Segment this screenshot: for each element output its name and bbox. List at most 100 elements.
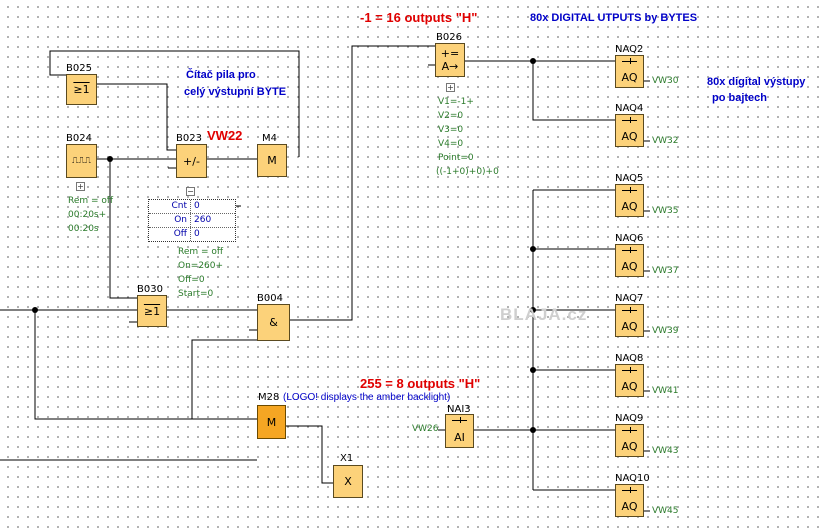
analog-output-symbol: AQ [621, 71, 638, 84]
block-nai3[interactable]: AI [445, 414, 474, 448]
analog-output-mark-icon [622, 427, 637, 433]
b026-param: V3=0 [438, 125, 464, 135]
block-label-naq: NAQ9 [615, 413, 644, 424]
annotation-top-red: -1 = 16 outputs "H" [360, 10, 478, 25]
wire-b004-to-b026 [290, 45, 435, 321]
wire-b024-to-b030 [109, 159, 137, 299]
block-naq2[interactable]: AQ [615, 55, 644, 88]
analog-output-symbol: AQ [621, 380, 638, 393]
wire-main-down [34, 310, 257, 420]
b024-param: Rem = off [68, 196, 114, 206]
b026-param: V2=0 [438, 111, 464, 121]
analog-output-mark-icon [622, 58, 637, 64]
block-m28[interactable]: M [257, 405, 286, 439]
b024-param: 00:20s+ [68, 210, 107, 220]
analog-output-symbol: AQ [621, 320, 638, 333]
block-label-naq: NAQ6 [615, 233, 644, 244]
wire-b026-to-naq4 [532, 61, 615, 121]
expand-icon[interactable]: + [76, 182, 85, 191]
block-m4[interactable]: M [257, 144, 287, 177]
annotation-top-blue: 80x DIGITAL UTPUTS by BYTES [530, 12, 698, 24]
output-vw-label: VW32 [652, 136, 679, 146]
junction-dot [530, 246, 536, 252]
block-label-nai3: NAI3 [447, 404, 471, 415]
analog-output-symbol: AQ [621, 440, 638, 453]
block-naq9[interactable]: AQ [615, 424, 644, 457]
expand-icon[interactable]: + [446, 83, 455, 92]
annotation-mid-red: 255 = 8 outputs "H" [360, 376, 481, 391]
junction-dot [530, 307, 536, 313]
open-connector-symbol: X [344, 475, 352, 488]
output-vw-label: VW35 [652, 206, 679, 216]
b023-param: On=260+ [178, 261, 224, 271]
analog-output-mark-icon [622, 307, 637, 313]
block-label-m4: M4 [262, 133, 277, 144]
analog-output-mark-icon [622, 117, 637, 123]
annotation-counter-line1: Čítač pila pro [186, 69, 256, 81]
wire-m4-feedback [49, 50, 300, 157]
output-vw-label: VW30 [652, 76, 679, 86]
arithmetic-output-symbol: A→ [441, 60, 459, 73]
output-vw-label: VW43 [652, 446, 679, 456]
flag-symbol: M [266, 415, 277, 429]
b023-param: Off=0 [178, 275, 205, 285]
annotation-vw22: VW22 [207, 128, 243, 143]
block-b026[interactable]: += A→ [435, 43, 465, 77]
output-vw-label: VW37 [652, 266, 679, 276]
block-label-x1: X1 [340, 453, 354, 464]
block-label-b004: B004 [257, 293, 283, 304]
analog-output-symbol: AQ [621, 260, 638, 273]
block-label-naq: NAQ10 [615, 473, 650, 484]
block-label-b025: B025 [66, 63, 92, 74]
block-b023[interactable]: +/- [176, 144, 207, 178]
junction-dot [107, 156, 113, 162]
collapse-icon[interactable]: − [186, 187, 195, 196]
nai3-input-label: VW26 [412, 424, 439, 434]
junction-dot [530, 367, 536, 373]
arithmetic-symbol: += [440, 47, 460, 60]
output-vw-label: VW39 [652, 326, 679, 336]
block-x1[interactable]: X [333, 465, 363, 498]
annotation-counter-line2: celý výstupní BYTE [184, 86, 287, 98]
output-vw-label: VW45 [652, 506, 679, 516]
analog-output-mark-icon [622, 487, 637, 493]
block-naq6[interactable]: AQ [615, 244, 644, 277]
analog-output-symbol: AQ [621, 130, 638, 143]
block-label-m28: M28 [258, 392, 280, 403]
analog-input-symbol: AI [454, 431, 465, 444]
annotation-right-line2: po bajtech [712, 92, 768, 104]
block-b025[interactable]: ≥1 [66, 74, 97, 105]
analog-output-symbol: AQ [621, 200, 638, 213]
block-naq10[interactable]: AQ [615, 484, 644, 517]
block-label-naq: NAQ8 [615, 353, 644, 364]
block-naq5[interactable]: AQ [615, 184, 644, 217]
b023-param: Rem = off [178, 247, 224, 257]
block-label-b030: B030 [137, 284, 163, 295]
annotation-m28-note: (LOGO! displays the amber backlight) [283, 392, 451, 403]
block-b030[interactable]: ≥1 [137, 295, 167, 327]
updown-counter-symbol: +/- [183, 154, 200, 168]
or-symbol: ≥1 [73, 83, 90, 96]
wire-b025-to-b023 [97, 83, 176, 151]
block-b024[interactable]: ⎍⎍⎍ [66, 144, 97, 178]
block-naq7[interactable]: AQ [615, 304, 644, 337]
block-b004[interactable]: & [257, 304, 290, 341]
b026-param: V1=-1+ [438, 97, 474, 107]
output-vw-label: VW41 [652, 386, 679, 396]
b026-param: V4=0 [438, 139, 464, 149]
block-naq4[interactable]: AQ [615, 114, 644, 147]
block-label-naq: NAQ4 [615, 103, 644, 114]
wire-m28-to-x1 [286, 425, 333, 484]
junction-dot [530, 427, 536, 433]
analog-output-symbol: AQ [621, 500, 638, 513]
analog-output-mark-icon [622, 367, 637, 373]
analog-output-mark-icon [622, 187, 637, 193]
watermark: BLAJA.cz [500, 305, 588, 324]
block-naq8[interactable]: AQ [615, 364, 644, 397]
b026-param: ((-1+0)+0)+0 [436, 167, 499, 177]
